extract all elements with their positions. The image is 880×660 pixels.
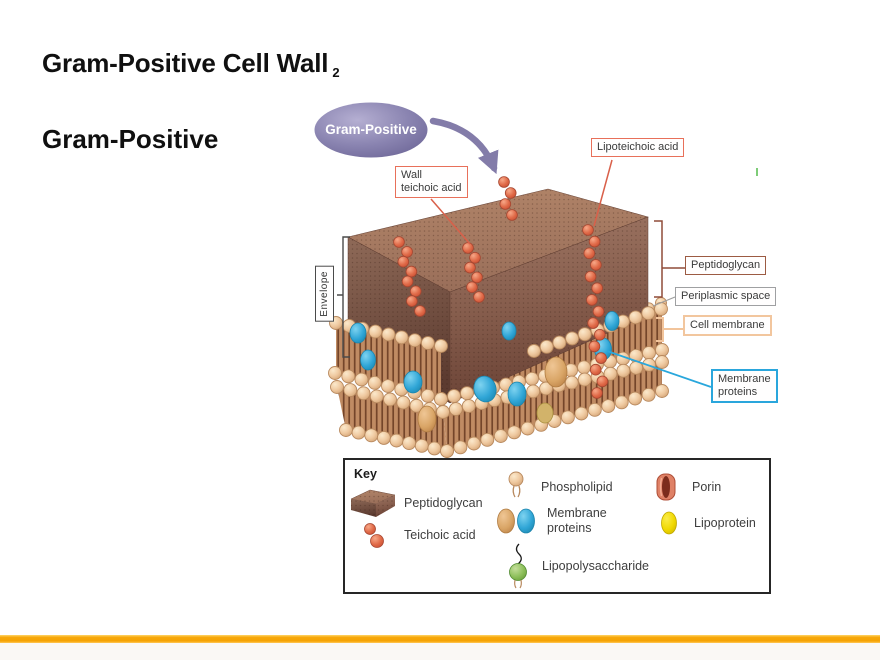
- porin-icon: [656, 473, 676, 501]
- key-label: Lipoprotein: [694, 515, 756, 530]
- lipoprotein-icon: [661, 511, 677, 535]
- key-label: Teichoic acid: [404, 527, 476, 542]
- key-item-lipoprotein: Lipoprotein: [660, 510, 756, 536]
- key-label: Porin: [692, 479, 722, 494]
- key-label: Phospholipid: [541, 479, 613, 494]
- key-item-membrane-proteins: Membrane proteins: [495, 506, 607, 536]
- legend-key-box: Key Peptidoglycan Teichoic acid: [343, 458, 771, 594]
- key-item-porin: Porin: [655, 472, 721, 502]
- footer-strip: [0, 643, 880, 660]
- title-text: Gram-Positive Cell Wall: [42, 48, 329, 78]
- key-label: Lipopolysaccharide: [542, 558, 650, 573]
- key-title: Key: [354, 467, 377, 481]
- teichoic-acid-chains: [393, 176, 609, 399]
- label-lipoteichoic-acid: Lipoteichoic acid: [591, 138, 685, 157]
- teichoic-acid-icon: [364, 523, 384, 548]
- phospholipid-head-rows: [328, 302, 669, 458]
- label-peptidoglycan: Peptidoglycan: [685, 256, 767, 275]
- lipopolysaccharide-icon: [509, 543, 527, 589]
- peptidoglycan-block-icon: [350, 489, 396, 517]
- key-item-teichoic-acid: Teichoic acid: [350, 520, 476, 550]
- key-item-peptidoglycan: Peptidoglycan: [350, 486, 483, 520]
- label-cell-membrane: Cell membrane: [683, 315, 772, 336]
- key-item-lipopolysaccharide: Lipopolysaccharide: [505, 542, 649, 590]
- envelope-bracket: [337, 236, 350, 358]
- cell-membrane-bracket: [656, 317, 683, 342]
- wall-teichoic-leader: [430, 198, 471, 245]
- label-wall-teichoic-acid: Wall teichoic acid: [395, 166, 468, 198]
- label-periplasmic-space: Periplasmic space: [675, 287, 777, 306]
- key-label: Membrane proteins: [547, 506, 607, 535]
- lipoteichoic-leader: [593, 159, 613, 227]
- peptidoglycan-bracket: [654, 220, 685, 298]
- label-membrane-proteins: Membrane proteins: [711, 369, 778, 403]
- subtitle: Gram-Positive: [42, 124, 219, 154]
- accent-bar: [0, 635, 880, 643]
- bubble-arrow: [429, 117, 499, 175]
- cell-membrane-slab: [328, 302, 669, 458]
- phospholipid-icon: [508, 471, 524, 498]
- membrane-proteins-icon: [497, 508, 535, 534]
- key-label: Peptidoglycan: [404, 495, 483, 510]
- membrane-tail-band-left-lower: [337, 387, 447, 451]
- periplasmic-space-leader: [652, 296, 676, 307]
- key-item-phospholipid: Phospholipid: [503, 470, 613, 504]
- gram-positive-bubble: [314, 102, 428, 158]
- title-superscript: 2: [332, 65, 340, 80]
- bubble-label: Gram-Positive: [325, 122, 417, 137]
- membrane-proteins-leader: [606, 350, 712, 388]
- label-envelope: Envelope: [315, 266, 334, 322]
